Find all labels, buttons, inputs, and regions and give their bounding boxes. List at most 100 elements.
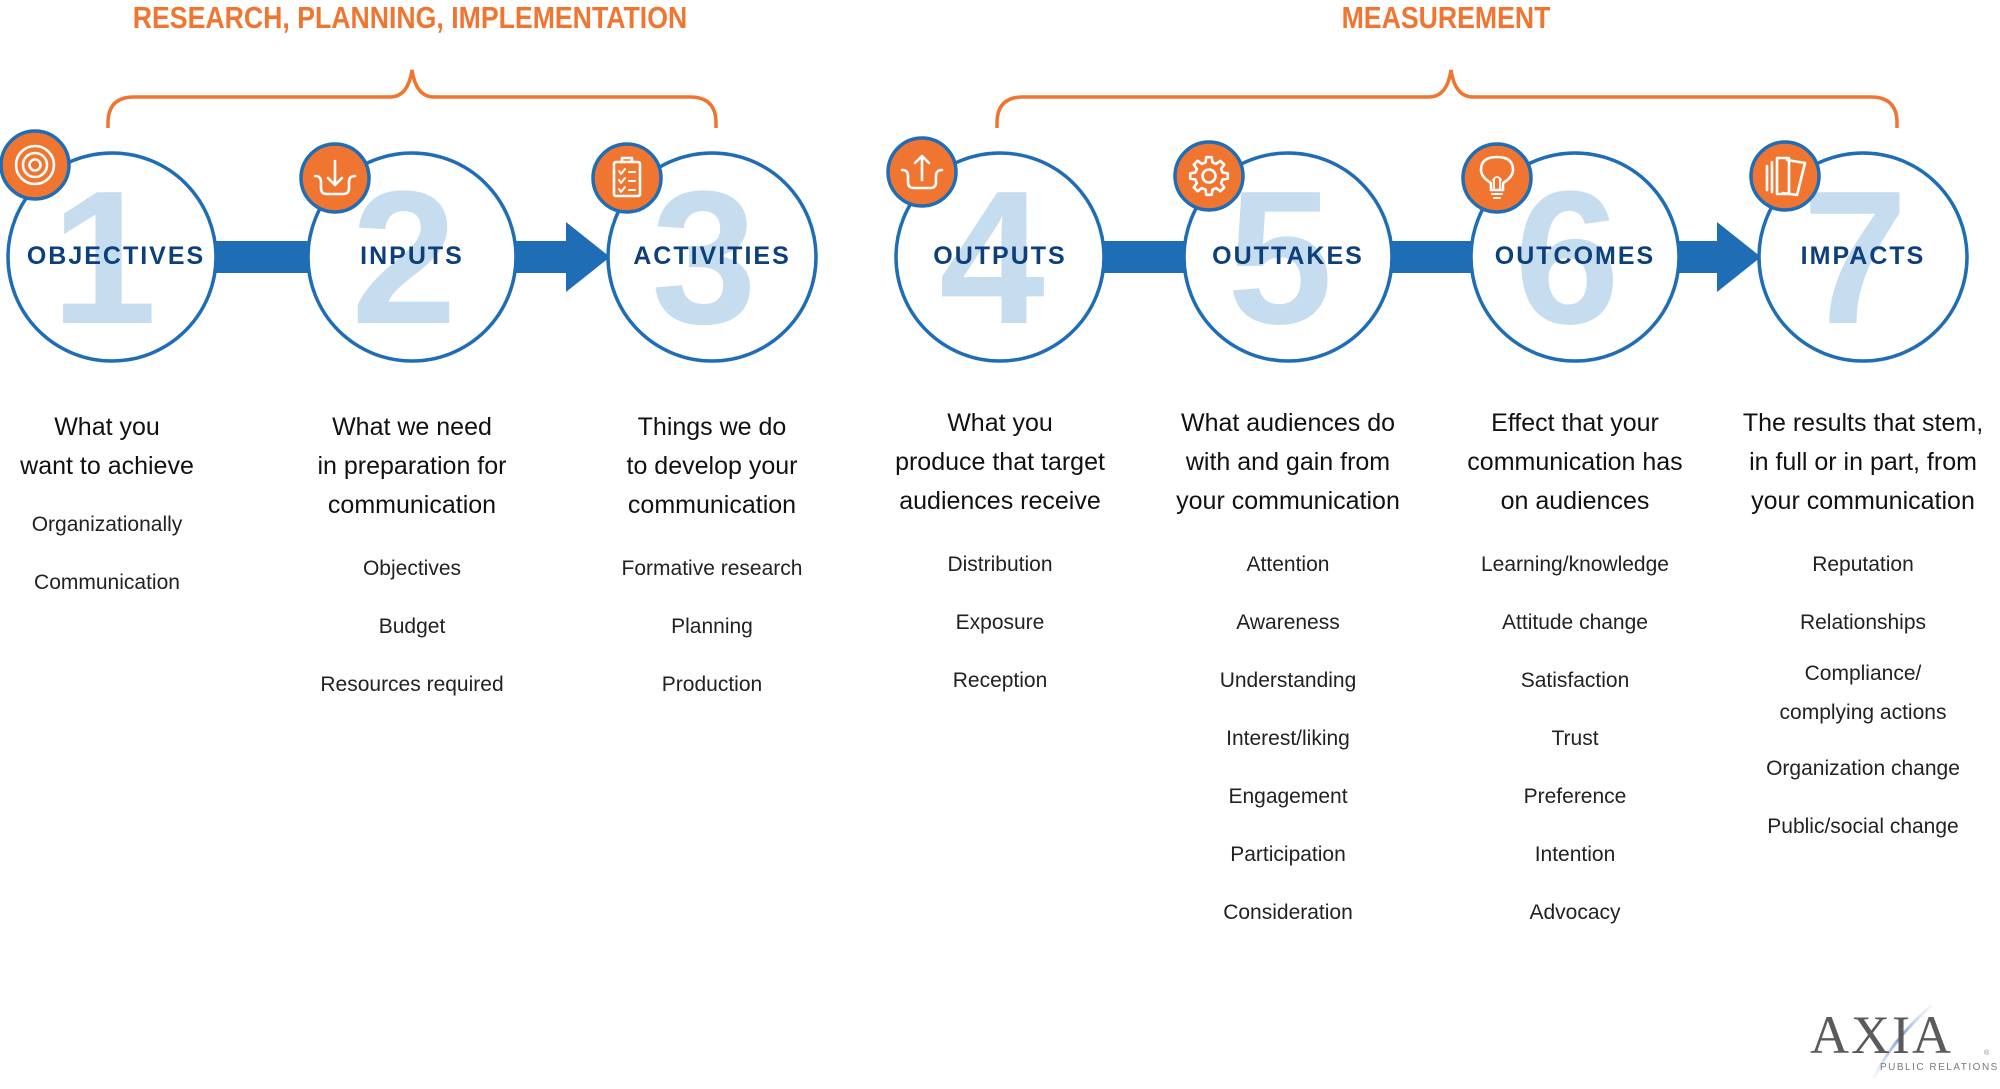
- step-number-5: 5: [1227, 152, 1333, 364]
- step-6-badge: [1461, 142, 1533, 214]
- phase-title-research-planning-implementation: RESEARCH, PLANNING, IMPLEMENTATION: [132, 0, 688, 35]
- column-heading-line: to develop your: [626, 452, 798, 480]
- list-item: Awareness: [1236, 611, 1340, 634]
- step-circle-outline: [1469, 151, 1681, 363]
- list-item: Intention: [1534, 843, 1616, 866]
- list-item: Resources required: [320, 673, 504, 696]
- step-7-badge: [1749, 140, 1821, 212]
- column-heading-line: in full or in part, from: [1749, 448, 1977, 476]
- step-label-outcomes: OUTCOMES: [1494, 242, 1656, 270]
- step-5-description: What audiences do with and gain from your …: [1143, 404, 1433, 942]
- step-1-circle: 1: [0, 129, 218, 364]
- phase-title-measurement: MEASUREMENT: [1341, 0, 1551, 35]
- upload-tray-icon: [900, 154, 944, 190]
- column-heading-line: with and gain from: [1185, 448, 1391, 476]
- column-heading-line: What audiences do: [1180, 409, 1396, 437]
- step-circle-outline: [306, 151, 518, 363]
- connector-arrow-6-7: [1675, 222, 1761, 292]
- step-label-outtakes: OUTTAKES: [1212, 242, 1364, 270]
- step-circle-outline: [894, 151, 1106, 363]
- list-item: Production: [661, 673, 763, 696]
- step-4-description: What you produce that target audiences rec…: [855, 404, 1145, 710]
- logo-wordmark: AXIA: [1810, 1005, 1953, 1065]
- bracket-research-planning-implementation: [106, 69, 718, 128]
- list-item: Interest/liking: [1226, 727, 1350, 750]
- step-number-4: 4: [939, 152, 1045, 364]
- logo-registered-mark: ®: [1984, 1050, 1990, 1057]
- axia-logo: AXIA ® PUBLIC RELATIONS: [1800, 1000, 2000, 1080]
- lightbulb-icon: [1479, 155, 1515, 199]
- connector-bar-4-5: [1100, 241, 1188, 273]
- step-circle-outline: [1757, 151, 1969, 363]
- step-6-circle: 6: [1461, 142, 1681, 364]
- column-heading-line: produce that target: [895, 448, 1105, 476]
- step-circle-outline: [1182, 151, 1394, 363]
- list-item: Preference: [1523, 785, 1627, 808]
- column-heading: What audiences do with and gain from your …: [1143, 404, 1433, 521]
- column-heading-line: your communication: [1176, 487, 1400, 515]
- list-item: Reputation: [1812, 553, 1914, 576]
- gear-icon: [1188, 155, 1230, 197]
- column-heading: Things we do to develop your communication: [567, 408, 857, 525]
- step-5-circle: 5: [1173, 140, 1394, 364]
- step-4-circle: 4: [886, 136, 1106, 364]
- list-item: Organization change: [1766, 757, 1960, 780]
- list-item: Attention: [1246, 553, 1330, 576]
- column-heading-line: communication: [627, 491, 797, 519]
- column-heading-line: Effect that your: [1491, 409, 1659, 437]
- cards-icon: [1765, 156, 1807, 197]
- list-item: Advocacy: [1529, 901, 1621, 924]
- step-3-circle: 3: [591, 142, 818, 364]
- list-item: Attitude change: [1502, 611, 1648, 634]
- logo-swoosh-icon: [1872, 1003, 1933, 1079]
- list-item: Public/social change: [1767, 815, 1959, 838]
- step-number-7: 7: [1802, 152, 1908, 364]
- step-label-activities: ACTIVITIES: [633, 242, 791, 270]
- step-3-description: Things we do to develop your communication…: [567, 408, 857, 714]
- connector-arrow-2-3: [512, 222, 610, 292]
- column-heading-line: communication: [327, 491, 497, 519]
- list-item: Organizationally: [31, 513, 183, 536]
- step-number-3: 3: [651, 152, 757, 364]
- step-3-badge: [591, 142, 663, 214]
- step-number-6: 6: [1514, 152, 1620, 364]
- connector-bar-1-2: [212, 241, 312, 273]
- list-item: Budget: [378, 615, 446, 638]
- list-item: Engagement: [1228, 785, 1348, 808]
- column-heading-line: The results that stem,: [1742, 409, 1984, 437]
- clipboard-checklist-icon: [612, 156, 642, 198]
- list-item: Objectives: [362, 557, 462, 580]
- list-item: Satisfaction: [1520, 669, 1630, 692]
- column-heading: The results that stem, in full or in part…: [1718, 404, 2000, 521]
- column-heading-line: your communication: [1751, 487, 1975, 515]
- column-heading: What you produce that target audiences rec…: [855, 404, 1145, 521]
- connector-bar-5-6: [1388, 241, 1475, 273]
- list-item: Compliance/ complying actions: [1779, 662, 1947, 724]
- column-heading-line: audiences receive: [899, 487, 1101, 515]
- step-7-circle: 7: [1749, 140, 1969, 364]
- step-4-badge: [886, 136, 958, 208]
- list-item: Understanding: [1219, 669, 1357, 692]
- bracket-measurement: [995, 69, 1899, 128]
- step-label-outputs: OUTPUTS: [933, 242, 1067, 270]
- list-item: Distribution: [947, 553, 1053, 576]
- list-item: Participation: [1230, 843, 1346, 866]
- list-item: Consideration: [1223, 901, 1353, 924]
- step-label-inputs: INPUTS: [360, 242, 464, 270]
- column-heading-line: on audiences: [1500, 487, 1650, 515]
- column-heading-line: Things we do: [637, 413, 787, 441]
- column-heading-line: What you: [947, 409, 1053, 437]
- step-7-description: The results that stem, in full or in part…: [1718, 404, 2000, 856]
